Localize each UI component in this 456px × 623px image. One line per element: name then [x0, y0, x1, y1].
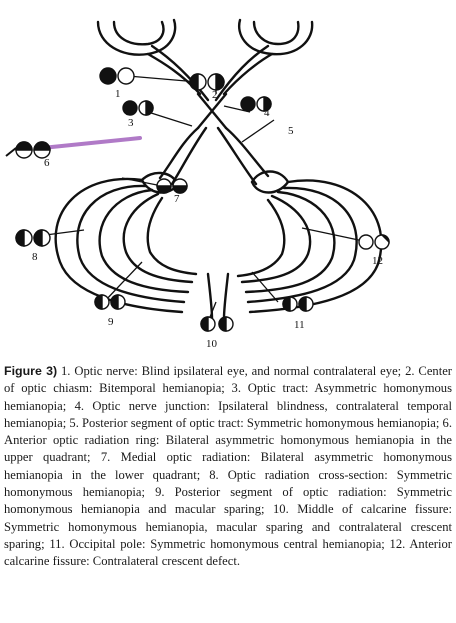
optic-tract-right — [224, 126, 270, 178]
arrow-9 — [103, 261, 143, 303]
arrow-11 — [251, 271, 279, 303]
optic-chiasm — [196, 92, 228, 130]
lgn-right — [250, 170, 290, 194]
figure-caption-label: Figure 3) — [4, 364, 58, 378]
diagram-label-10: 10 — [206, 338, 218, 350]
arrow-12 — [301, 227, 369, 243]
diagram-label-11: 11 — [294, 319, 305, 331]
figure-diagram: 1 2 3 4 5 6 7 8 9 10 11 12 — [2, 2, 454, 354]
visual-field-icons — [15, 67, 390, 332]
diagram-label-12: 12 — [372, 255, 383, 267]
arrow-1 — [127, 75, 199, 83]
diagram-label-8: 8 — [32, 251, 38, 263]
diagram-label-4: 4 — [264, 107, 270, 119]
calcarine-fissure — [206, 272, 230, 320]
diagram-label-6: 6 — [44, 157, 50, 169]
right-eye — [237, 18, 314, 56]
diagram-label-3: 3 — [128, 117, 134, 129]
diagram-label-9: 9 — [108, 316, 114, 328]
arrow-7 — [121, 177, 163, 187]
field-icon-1-left — [99, 67, 117, 85]
arrow-5 — [241, 119, 275, 143]
diagram-label-2: 2 — [212, 89, 218, 101]
figure-caption: Figure 3) 1. Optic nerve: Blind ipsilate… — [4, 363, 452, 571]
figure-caption-text: 1. Optic nerve: Blind ipsilateral eye, a… — [4, 364, 452, 569]
visual-pathway-diagram: 1 2 3 4 5 6 7 8 9 10 11 12 — [5, 18, 390, 350]
diagram-label-7: 7 — [174, 193, 180, 205]
arrow-3 — [147, 111, 193, 127]
diagram-label-5: 5 — [288, 125, 294, 137]
diagram-label-1: 1 — [115, 88, 121, 100]
optic-radiation-left — [54, 177, 184, 314]
pointer-6 — [40, 136, 142, 150]
field-icon-1-right — [117, 67, 135, 85]
optic-nerve-right — [222, 52, 274, 96]
